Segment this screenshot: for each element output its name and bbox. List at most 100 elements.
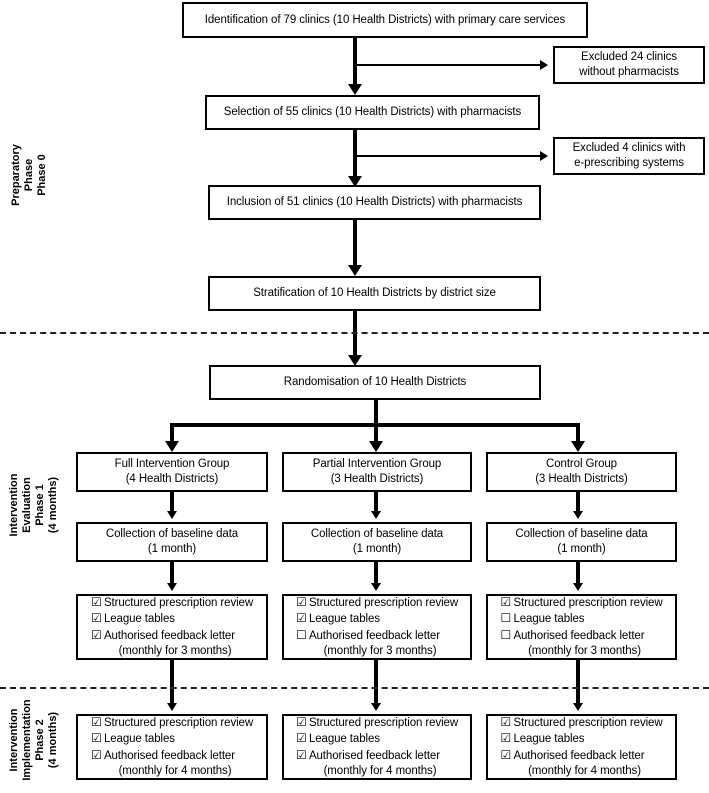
checklist-item: ☑Authorised feedback letter: [91, 748, 253, 765]
baseline-line: (1 month): [147, 543, 197, 555]
checklist-item: ☑Structured prescription review: [296, 715, 458, 732]
checkbox-icon[interactable]: ☑: [90, 731, 102, 745]
phase-label-line: Intervention: [8, 473, 20, 537]
checklist-item-label: League tables: [308, 613, 380, 625]
node-inclusion: Inclusion of 51 clinics (10 Health Distr…: [208, 185, 541, 220]
checklist-item: ☑League tables: [91, 611, 253, 628]
checklist-item: ☐Authorised feedback letter: [500, 628, 662, 645]
connector-exclusion-2: [355, 155, 542, 157]
arrowhead-drop-control: [571, 441, 585, 452]
checklist-note: (monthly for 4 months): [323, 765, 437, 777]
checklist-note: (monthly for 3 months): [323, 645, 437, 657]
arrowhead-exclusion-1: [540, 60, 548, 70]
arrowhead-control-title-baseline: [573, 511, 583, 519]
checklist-note: (monthly for 3 months): [528, 645, 641, 657]
checkbox-icon[interactable]: ☑: [295, 714, 307, 729]
arrowhead-partial-baseline-phase1: [371, 583, 381, 591]
checkbox-icon[interactable]: ☑: [500, 731, 512, 745]
phase-divider-0-1: [0, 332, 709, 334]
node-selection: Selection of 55 clinics (10 Health Distr…: [205, 95, 540, 130]
checkbox-icon[interactable]: ☑: [90, 611, 102, 625]
connector-control-phase1-phase2: [576, 660, 580, 706]
checklist-item: ☑Structured prescription review: [91, 715, 253, 732]
phase1-checklist-control: ☑Structured prescription review ☐League …: [486, 594, 677, 660]
phase-label-line: (4 months): [47, 711, 59, 769]
checkbox-icon[interactable]: ☑: [90, 714, 102, 729]
phase-label-intervention-evaluation: Intervention Evaluation Phase 1 (4 month…: [8, 350, 60, 660]
checkbox-icon[interactable]: ☐: [295, 627, 307, 642]
group-title-control: Control Group (3 Health Districts): [486, 452, 677, 492]
checklist-item-label: Structured prescription review: [513, 716, 663, 729]
baseline-box-partial-intervention: Collection of baseline data (1 month): [282, 522, 472, 562]
checklist-item: ☑Authorised feedback letter: [500, 748, 662, 765]
arrowhead-exclusion-2: [540, 151, 548, 161]
checklist-item: ☐Authorised feedback letter: [296, 628, 458, 645]
phase-label-line: Implementation: [21, 699, 33, 781]
arrowhead-control-phase1-phase2: [573, 703, 583, 711]
arrowhead-identification-selection: [348, 84, 362, 95]
arrowhead-drop-full: [165, 441, 179, 452]
checklist-item-label: Authorised feedback letter: [308, 629, 440, 642]
checkbox-icon[interactable]: ☑: [90, 747, 102, 762]
baseline-line: Collection of baseline data: [515, 528, 648, 540]
group-title-line: Partial Intervention Group: [312, 458, 442, 470]
connector-full-phase1-phase2: [170, 660, 174, 706]
checklist-item: ☑Structured prescription review: [500, 715, 662, 732]
checklist-item-label: Structured prescription review: [103, 716, 254, 729]
checkbox-icon[interactable]: ☑: [500, 714, 512, 729]
baseline-box-control: Collection of baseline data (1 month): [486, 522, 677, 562]
checkbox-icon[interactable]: ☐: [500, 611, 512, 625]
baseline-line: (1 month): [352, 543, 402, 555]
checklist-item-label: League tables: [103, 733, 175, 745]
phase-label-line: Phase 2: [34, 719, 46, 761]
baseline-line: Collection of baseline data: [105, 528, 239, 540]
phase1-checklist-partial-intervention: ☑Structured prescription review ☑League …: [282, 594, 472, 660]
checkbox-icon[interactable]: ☑: [90, 627, 102, 642]
baseline-line: (1 month): [557, 543, 606, 555]
group-title-line: Full Intervention Group: [114, 458, 230, 470]
checklist-item-label: Authorised feedback letter: [513, 749, 645, 762]
connector-full-title-baseline: [170, 492, 174, 514]
checklist-item-label: Authorised feedback letter: [103, 629, 235, 642]
arrowhead-selection-inclusion: [348, 176, 362, 187]
node-excluded-eprescribing-line: e-prescribing systems: [574, 157, 684, 169]
connector-control-baseline-phase1: [576, 562, 580, 586]
phase-label-intervention-implementation: Intervention Implementation Phase 2 (4 m…: [8, 690, 60, 790]
phase-divider-1-2: [0, 687, 709, 689]
checkbox-icon[interactable]: ☑: [295, 594, 307, 609]
checkbox-icon[interactable]: ☑: [295, 747, 307, 762]
checklist-note: (monthly for 4 months): [118, 765, 232, 777]
arrowhead-full-title-baseline: [167, 511, 177, 519]
checkbox-icon[interactable]: ☑: [295, 611, 307, 625]
connector-identification-selection: [353, 38, 357, 87]
checkbox-icon[interactable]: ☑: [500, 747, 512, 762]
checkbox-icon[interactable]: ☑: [90, 594, 102, 609]
phase-label-line: Phase 1: [34, 484, 46, 526]
checklist-item: ☑League tables: [296, 731, 458, 748]
checkbox-icon[interactable]: ☑: [295, 731, 307, 745]
checkbox-icon[interactable]: ☐: [500, 627, 512, 642]
connector-drop-partial: [374, 423, 378, 444]
checkbox-icon[interactable]: ☑: [500, 594, 512, 609]
phase2-checklist-control: ☑Structured prescription review ☑League …: [486, 714, 677, 780]
phase1-checklist-full-intervention: ☑Structured prescription review ☑League …: [76, 594, 268, 660]
node-randomisation: Randomisation of 10 Health Districts: [209, 365, 541, 400]
node-excluded-pharmacists-line: without pharmacists: [579, 66, 679, 78]
checklist-item-label: Structured prescription review: [513, 596, 663, 609]
checklist-item: ☑Authorised feedback letter: [296, 748, 458, 765]
phase-label-line: Intervention: [8, 708, 20, 772]
node-stratification: Stratification of 10 Health Districts by…: [208, 276, 541, 311]
checklist-item: ☑League tables: [500, 731, 662, 748]
phase-label-line: Preparatory: [10, 144, 22, 206]
group-title-line: (4 Health Districts): [125, 473, 219, 485]
node-selection-line: Selection of 55 clinics (10 Health Distr…: [223, 106, 522, 118]
group-title-line: Control Group: [546, 458, 617, 470]
checklist-item: ☐League tables: [500, 611, 662, 628]
phase-label-line: Phase 0: [36, 154, 48, 196]
checklist-item-label: Authorised feedback letter: [513, 629, 645, 642]
checklist-item-label: Structured prescription review: [103, 596, 254, 609]
checklist-note: (monthly for 4 months): [528, 765, 641, 777]
arrowhead-partial-phase1-phase2: [371, 703, 381, 711]
phase-label-preparatory: Preparatory Phase Phase 0: [10, 50, 49, 300]
arrowhead-stratification-randomisation: [348, 355, 362, 366]
